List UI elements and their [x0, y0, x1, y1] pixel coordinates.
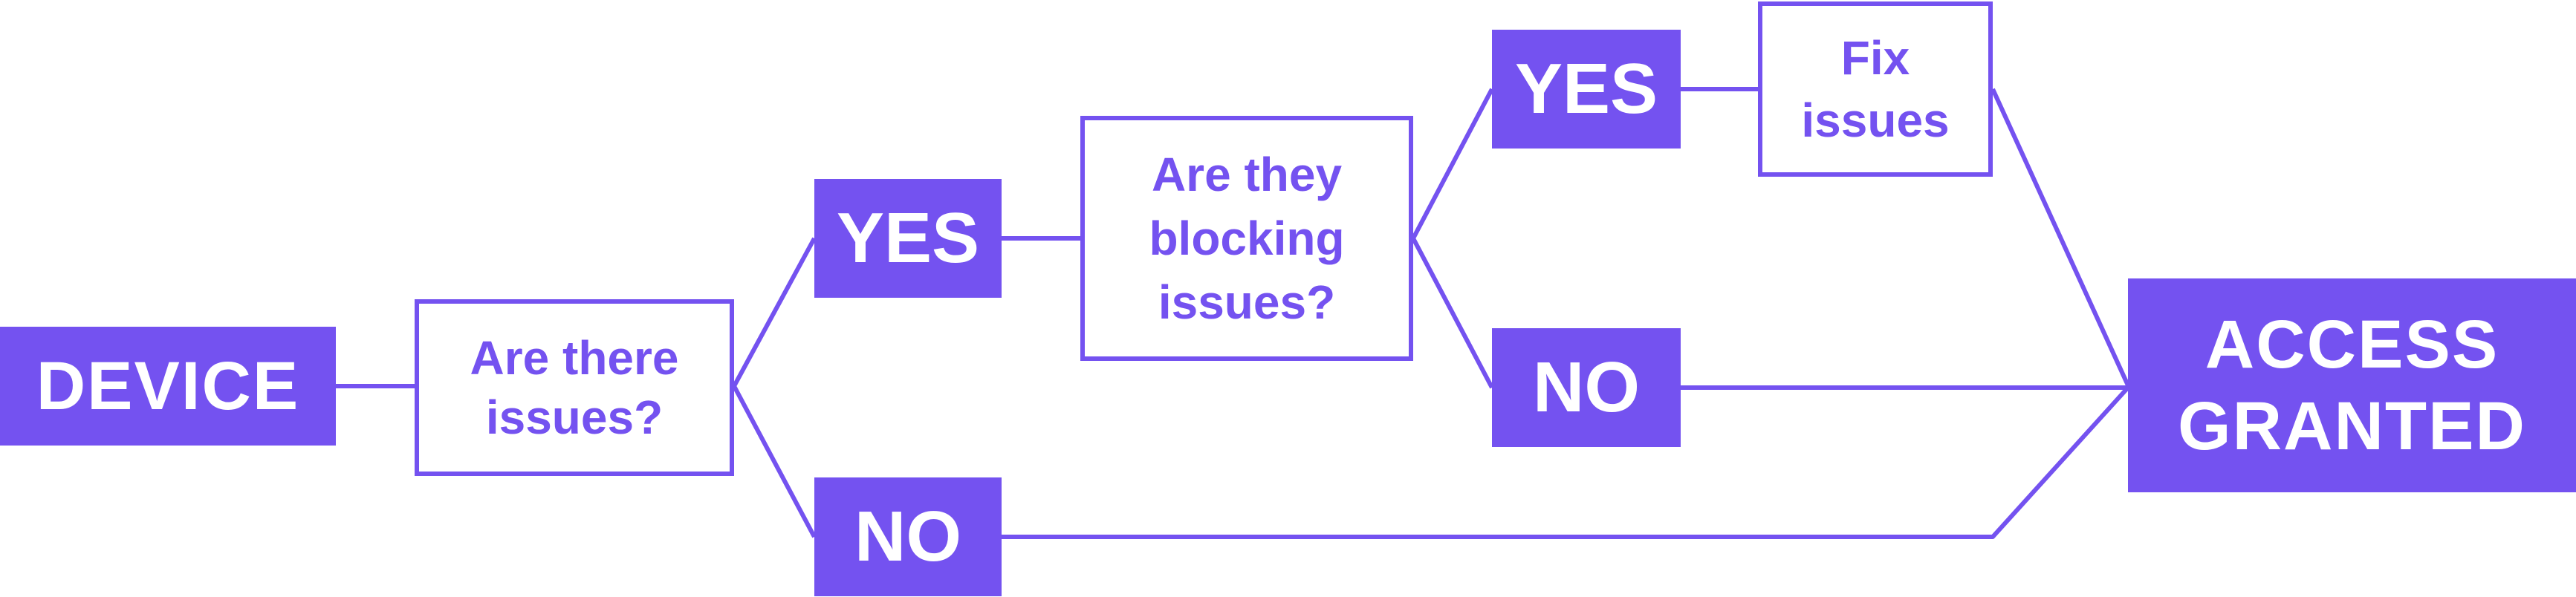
decision-label-line-2: issues? — [485, 391, 664, 444]
no-blocking-node: NO — [1492, 328, 1681, 447]
are-there-issues-decision: Are there issues? — [415, 299, 734, 476]
yes-label: YES — [836, 198, 980, 278]
device-label: DEVICE — [36, 348, 300, 424]
no-issues-node: NO — [814, 477, 1002, 596]
connector-blocking-to-yes — [1411, 88, 1494, 240]
decision-label-line-1: Are they — [1151, 148, 1343, 201]
fix-label-line-2: issues — [1801, 94, 1950, 147]
yes-issues-node: YES — [814, 179, 1002, 298]
decision-label-line-3: issues? — [1158, 275, 1336, 329]
no-label: NO — [1533, 348, 1640, 427]
connector-question-to-yes — [732, 237, 817, 388]
decision-label-line-2: blocking — [1149, 212, 1345, 265]
are-they-blocking-decision: Are they blocking issues? — [1080, 116, 1413, 361]
access-label-line-1: ACCESS — [2204, 307, 2499, 382]
decision-label-line-1: Are there — [470, 331, 679, 385]
fix-issues-node: Fix issues — [1758, 1, 1993, 177]
fix-label-line-1: Fix — [1840, 31, 1910, 85]
access-label-line-2: GRANTED — [2178, 388, 2526, 464]
no-label: NO — [854, 497, 961, 576]
connector-no-issues-to-access — [1002, 385, 2130, 539]
device-node: DEVICE — [0, 327, 336, 446]
connector-fix-to-access — [1991, 88, 2130, 387]
yes-label: YES — [1514, 49, 1658, 128]
yes-blocking-node: YES — [1492, 30, 1681, 149]
access-granted-node: ACCESS GRANTED — [2128, 278, 2576, 492]
connector-question-to-no — [732, 385, 817, 538]
connector-blocking-to-no — [1411, 237, 1494, 389]
